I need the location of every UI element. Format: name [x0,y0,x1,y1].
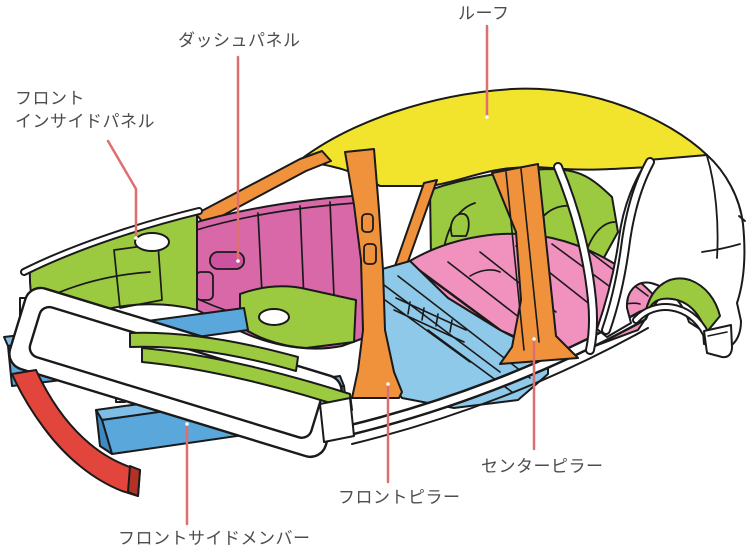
bumper-lower-bar [11,369,141,497]
center-pillar [491,163,579,365]
rear-wheel-arch-inner [632,277,721,338]
front-inside-panel-right [239,285,357,349]
apron-lower-rails [129,331,353,411]
rear-quarter-panel [596,154,746,348]
sill-front-step [319,397,355,443]
label-center-pillar: センターピラー [481,457,604,476]
label-roof: ルーフ [458,4,510,23]
leader-front-inside-panel [106,139,138,240]
front-pillar [344,148,403,399]
rear-door-frame [553,162,599,355]
leader-lines [106,24,536,526]
leader-tips [134,115,536,426]
radiator-support-frame [8,286,343,459]
rear-bumper-corner [703,324,733,359]
quarter-window-frame [601,157,655,335]
label-front-inside-panel: フロント インサイドパネル [15,89,155,131]
side-sill [344,310,649,445]
label-dash-panel: ダッシュパネル [178,31,301,50]
label-front-side-member: フロントサイドメンバー [118,529,311,548]
label-front-pillar: フロントピラー [338,488,461,507]
